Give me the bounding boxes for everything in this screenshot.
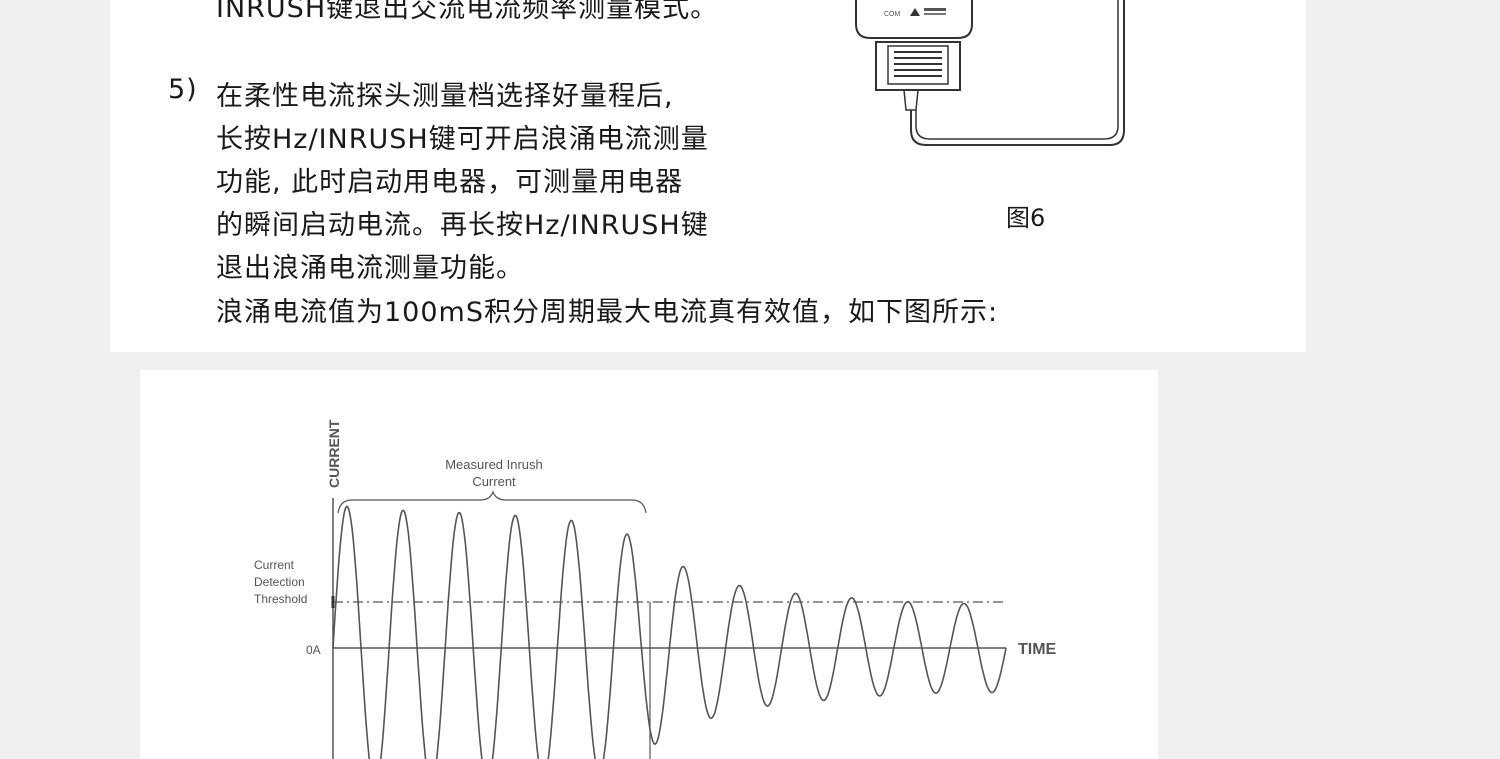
instruction-panel [110, 0, 1306, 352]
inrush-current-chart: CURRENT TIME 0A Current Detection Thresh… [254, 419, 1057, 759]
item-line-2: 长按Hz/INRUSH键可开启浪涌电流测量 [216, 124, 709, 155]
threshold-label-3: Threshold [254, 592, 307, 606]
y-axis-label: CURRENT [326, 419, 342, 488]
item-line-1: 在柔性电流探头测量档选择好量程后, [216, 81, 674, 112]
meter-com-label: COM [884, 11, 901, 18]
chart-panel [140, 370, 1158, 759]
item-line-3: 功能, 此时启动用电器，可测量用电器 [216, 167, 684, 198]
x-axis-label: TIME [1018, 641, 1057, 658]
clamp-meter-illustration: COM [855, 0, 1125, 146]
current-waveform [332, 505, 1007, 759]
text-line-partial: INRUSH键退出交流电流频率测量模式。 [216, 0, 719, 24]
item-line-6: 浪涌电流值为100mS积分周期最大电流真有效值，如下图所示: [216, 297, 999, 328]
item-line-4: 的瞬间启动电流。再长按Hz/INRUSH键 [216, 210, 709, 241]
item-line-5: 退出浪涌电流测量功能。 [216, 253, 524, 284]
item-number: 5) [168, 74, 198, 105]
waveform-line [332, 505, 1007, 759]
threshold-label-1: Current [254, 558, 295, 572]
zero-label: 0A [306, 643, 321, 657]
figure-caption: 图6 [1006, 204, 1046, 232]
inrush-bracket [337, 490, 647, 514]
bracket-label-1: Measured Inrush [445, 457, 543, 472]
bracket-label-2: Current [472, 474, 516, 489]
threshold-label-2: Detection [254, 575, 305, 589]
